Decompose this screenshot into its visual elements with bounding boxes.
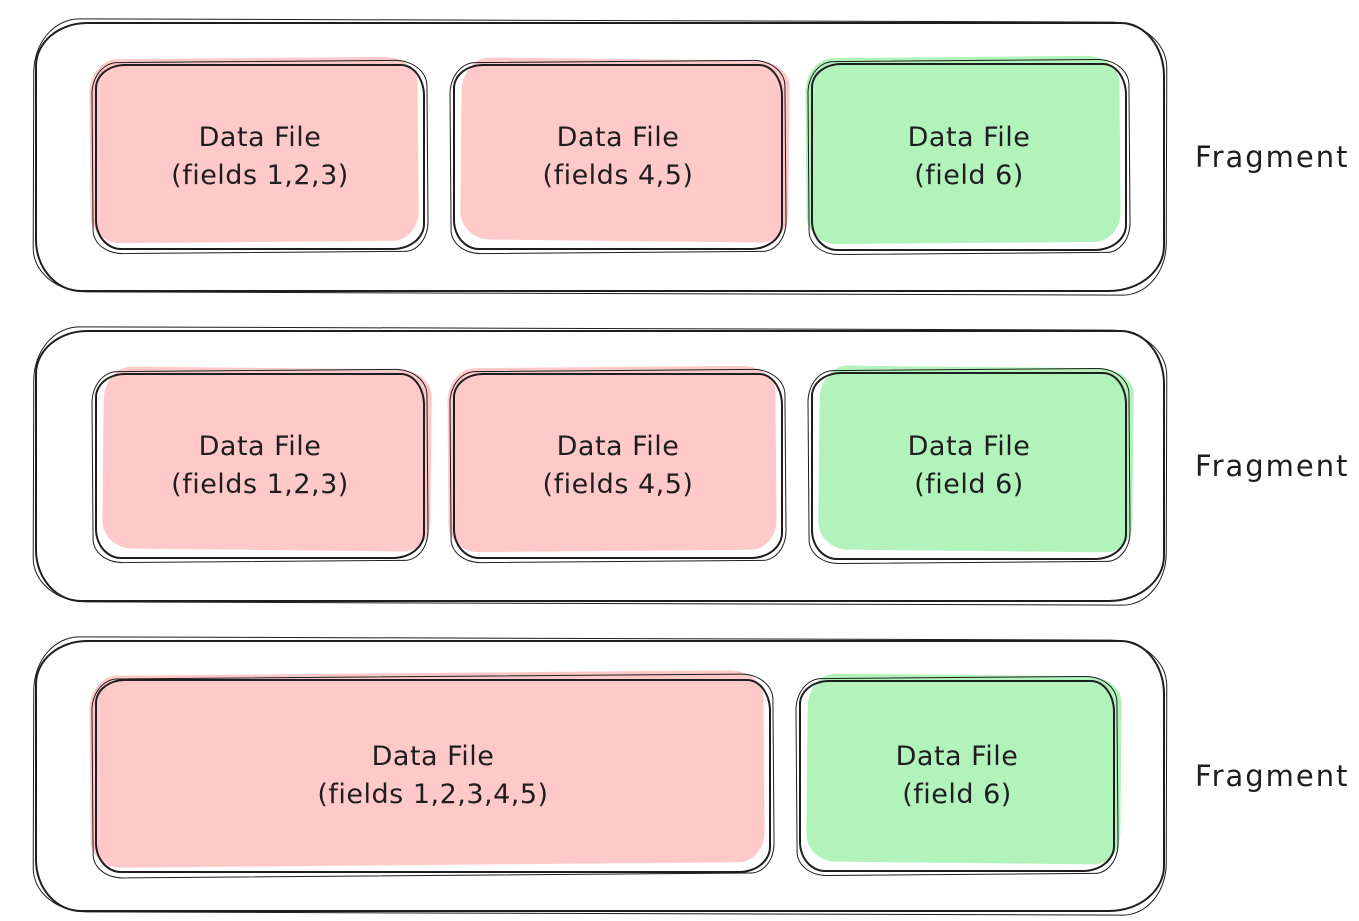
data-file-title: Data File — [198, 430, 322, 462]
data-file-subtitle: (field 6) — [902, 779, 1012, 810]
fragment-label: Fragment — [1195, 140, 1350, 174]
data-file-subtitle: (field 6) — [914, 469, 1024, 500]
fragment-container: Data File (fields 1,2,3,4,5) Data File (… — [35, 640, 1165, 912]
data-file-box: Data File (fields 1,2,3,4,5) — [89, 670, 771, 873]
data-file-title: Data File — [198, 121, 322, 153]
fragment-container: Data File (fields 1,2,3) Data File (fiel… — [35, 330, 1165, 602]
fragment-row: Data File (fields 1,2,3,4,5) Data File (… — [0, 640, 1359, 912]
data-file-box: Data File (fields 4,5) — [453, 57, 790, 250]
data-file-title: Data File — [556, 121, 680, 153]
data-file-box: Data File (fields 1,2,3) — [89, 56, 425, 250]
fragment-row: Data File (fields 1,2,3) Data File (fiel… — [0, 330, 1359, 602]
fragment-row: Data File (fields 1,2,3) Data File (fiel… — [0, 22, 1359, 292]
data-file-subtitle: (fields 4,5) — [542, 469, 694, 500]
data-file-box: Data File (field 6) — [799, 673, 1122, 872]
data-file-subtitle: (fields 1,2,3,4,5) — [317, 779, 549, 810]
data-file-subtitle: (field 6) — [914, 160, 1024, 191]
data-file-title: Data File — [371, 740, 495, 772]
data-file-title: Data File — [907, 121, 1031, 153]
fragment-label: Fragment — [1195, 449, 1350, 483]
data-file-subtitle: (fields 4,5) — [542, 160, 694, 191]
data-file-title: Data File — [556, 430, 680, 462]
data-file-box: Data File (fields 4,5) — [447, 365, 783, 559]
data-file-title: Data File — [907, 430, 1031, 462]
data-file-subtitle: (fields 1,2,3) — [171, 469, 349, 500]
fragment-container: Data File (fields 1,2,3) Data File (fiel… — [35, 22, 1165, 292]
data-file-box: Data File (fields 1,2,3) — [95, 366, 432, 559]
data-file-title: Data File — [895, 740, 1019, 772]
fragment-label: Fragment — [1195, 759, 1350, 793]
data-file-box: Data File (field 6) — [811, 365, 1134, 560]
data-file-subtitle: (fields 1,2,3) — [171, 160, 349, 191]
data-file-box: Data File (field 6) — [805, 55, 1127, 251]
